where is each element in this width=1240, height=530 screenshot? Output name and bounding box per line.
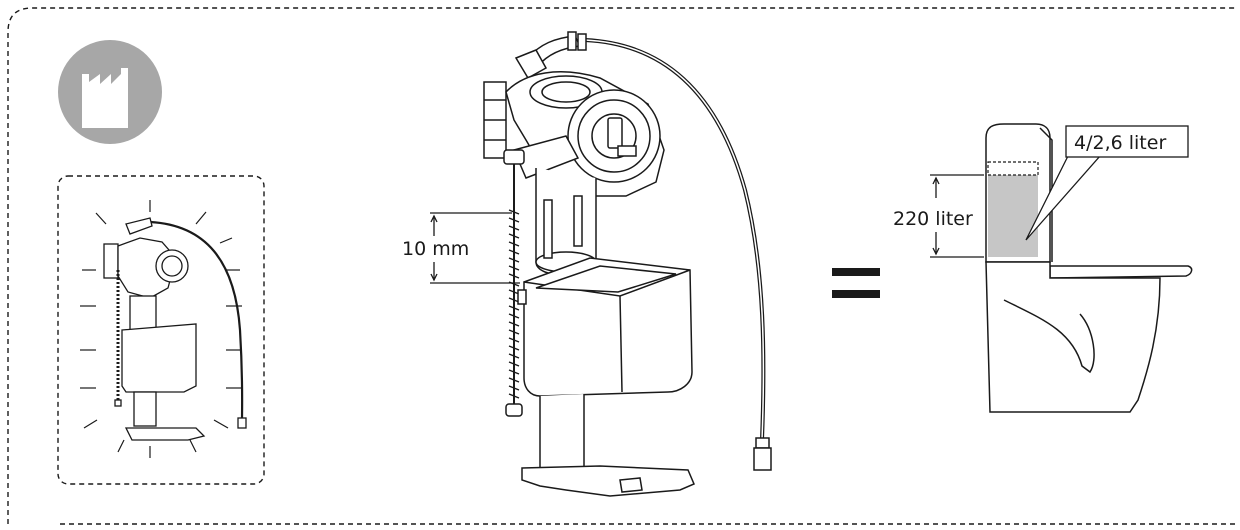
flush-volume-callout <box>1025 125 1189 241</box>
tank-height-dimension <box>930 174 984 258</box>
equals-symbol <box>832 268 880 298</box>
flush-volume-label: 4/2,6 liter <box>1074 132 1166 154</box>
water-level-fill <box>988 175 1038 257</box>
factory-icon <box>58 40 162 144</box>
factory-setting-inset <box>57 175 265 485</box>
small-fill-valve-icon <box>80 200 247 458</box>
toilet-illustration <box>985 123 1193 413</box>
outer-dashed-frame <box>7 7 1238 525</box>
height-adjustment-label: 10 mm <box>402 238 469 260</box>
tank-height-label: 220 liter <box>893 208 973 230</box>
height-dimension <box>430 212 520 284</box>
main-fill-valve <box>483 31 772 497</box>
